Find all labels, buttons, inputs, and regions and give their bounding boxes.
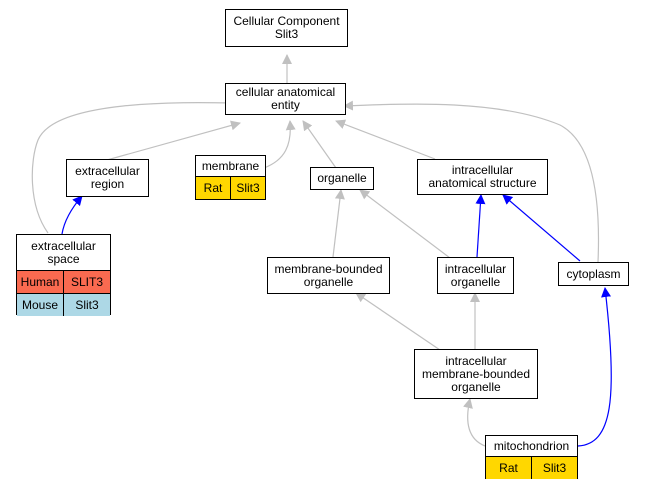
edge-mitochondrion-to-cytoplasm [577,287,612,447]
edge-extracellular-space-to-cae [31,97,235,234]
node-membrane-bounded-organelle[interactable]: membrane-bounded organelle [267,257,390,294]
node-label: extracellular region [75,164,140,191]
node-organelle[interactable]: organelle [310,167,374,190]
edge-intra-mb-to-membrane-bounded [355,292,441,351]
edge-membrane-bounded-to-organelle [332,189,345,258]
node-membrane[interactable]: membrane Rat Slit3 [195,155,266,200]
node-cellular-anatomical-entity[interactable]: cellular anatomical entity [225,83,346,115]
species-cell: Rat [203,180,223,195]
species-cell: Human [20,274,60,289]
edge-organelle-to-cae [302,120,337,169]
edge-extracellular-space-to-region [61,195,83,235]
annotation-row: Mouse Slit3 [17,293,110,316]
edge-cytoplasm-to-structure [502,194,581,262]
node-intracellular-organelle[interactable]: intracellular organelle [437,257,514,294]
node-cellular-component-slit3[interactable]: Cellular Component Slit3 [225,9,348,47]
node-label: membrane-bounded organelle [274,261,383,289]
edge-mitochondrion-to-intra-mb [463,398,486,447]
node-label: cellular anatomical entity [235,85,336,112]
species-cell: Rat [499,460,518,475]
gene-cell: SLIT3 [63,271,110,293]
edge-intracellular-organelle-to-structure [475,194,486,258]
edge-cytoplasm-to-cae [343,100,600,263]
node-label: cytoplasm [566,266,621,281]
node-mitochondrion[interactable]: mitochondrion Rat Slit3 [485,435,578,479]
node-label: Cellular Component Slit3 [233,14,340,41]
node-cytoplasm[interactable]: cytoplasm [558,262,629,286]
node-label: intracellular membrane-bounded organelle [421,353,531,394]
gene-cell: Slit3 [230,177,265,199]
node-label: intracellular organelle [444,261,507,289]
node-extracellular-region[interactable]: extracellular region [66,159,149,197]
node-label: organelle [317,171,367,185]
gene-cell: Slit3 [531,457,577,479]
node-intracellular-membrane-bounded-organelle[interactable]: intracellular membrane-bounded organelle [414,349,538,399]
edge-intracellular-structure-to-cae [335,119,436,160]
node-extracellular-space[interactable]: extracellular space Human SLIT3 Mouse Sl… [16,234,111,316]
annotation-row: Rat Slit3 [196,176,265,199]
annotation-row: Rat Slit3 [486,456,577,479]
node-label: membrane [201,158,260,173]
edge-intracellular-organelle-to-organelle [359,189,451,259]
edge-extracellular-region-to-cae [106,120,241,161]
species-cell: Mouse [21,297,59,312]
gene-cell: Slit3 [63,294,110,316]
node-label: intracellular anatomical structure [428,163,537,190]
node-label: extracellular space [31,238,96,266]
annotation-row: Human SLIT3 [17,270,110,293]
node-intracellular-anatomical-structure[interactable]: intracellular anatomical structure [417,159,548,195]
node-label: mitochondrion [493,438,570,453]
edge-membrane-to-cae [263,120,296,169]
